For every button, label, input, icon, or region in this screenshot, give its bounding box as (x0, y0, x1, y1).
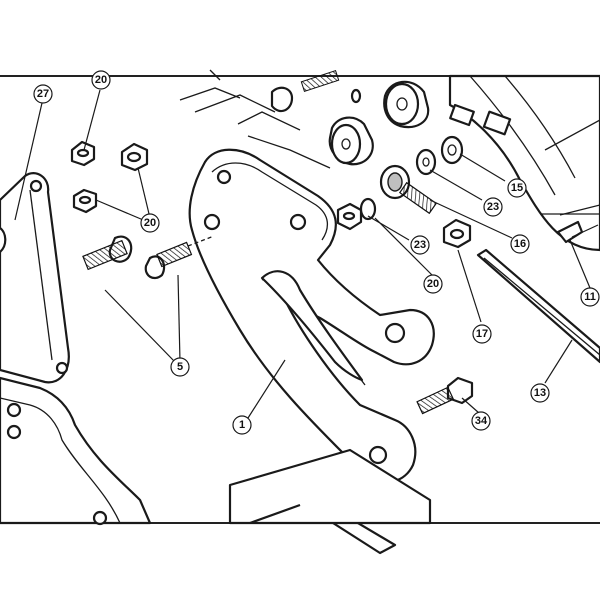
callout-16: 16 (510, 234, 530, 254)
svg-text:11: 11 (584, 291, 596, 303)
svg-text:16: 16 (514, 238, 526, 250)
svg-text:5: 5 (177, 361, 183, 373)
background-frame-right (448, 74, 600, 252)
svg-text:17: 17 (476, 328, 488, 340)
left-bracket-27 (0, 172, 70, 384)
lower-left-frame (0, 376, 152, 526)
callout-27: 27 (33, 84, 53, 104)
svg-text:1: 1 (239, 419, 245, 431)
callout-5: 5 (170, 357, 190, 377)
svg-text:23: 23 (414, 239, 426, 251)
top-linkage-fragment (179, 69, 340, 169)
callout-20-top: 20 (91, 70, 111, 90)
hardware-left (70, 140, 377, 231)
spacers-middle (328, 80, 464, 176)
svg-text:20: 20 (427, 278, 439, 290)
callout-34: 34 (471, 411, 491, 431)
callout-20-left: 20 (140, 213, 160, 233)
callouts: 27 20 20 20 5 1 23 23 15 16 17 (33, 70, 600, 435)
svg-text:13: 13 (534, 387, 546, 399)
callout-17: 17 (472, 324, 492, 344)
lower-right-frame (228, 448, 432, 525)
bolt-34 (416, 376, 474, 415)
callout-13: 13 (530, 383, 550, 403)
leader-lines (14, 89, 591, 419)
arrow-11 (556, 220, 599, 244)
svg-text:23: 23 (487, 201, 499, 213)
svg-text:27: 27 (37, 88, 49, 100)
callout-11: 11 (580, 287, 600, 307)
svg-text:20: 20 (144, 217, 156, 229)
svg-text:20: 20 (95, 74, 107, 86)
callout-20-right: 20 (423, 274, 443, 294)
callout-1: 1 (232, 415, 252, 435)
nut-17 (442, 218, 472, 249)
callout-23-lower: 23 (410, 235, 430, 255)
ball-joint-16 (379, 164, 438, 215)
callout-23-upper: 23 (483, 197, 503, 217)
svg-text:15: 15 (511, 182, 523, 194)
main-bracket-1 (188, 148, 435, 484)
svg-text:34: 34 (475, 415, 488, 427)
callout-15: 15 (507, 178, 527, 198)
bolts-5 (82, 235, 215, 280)
